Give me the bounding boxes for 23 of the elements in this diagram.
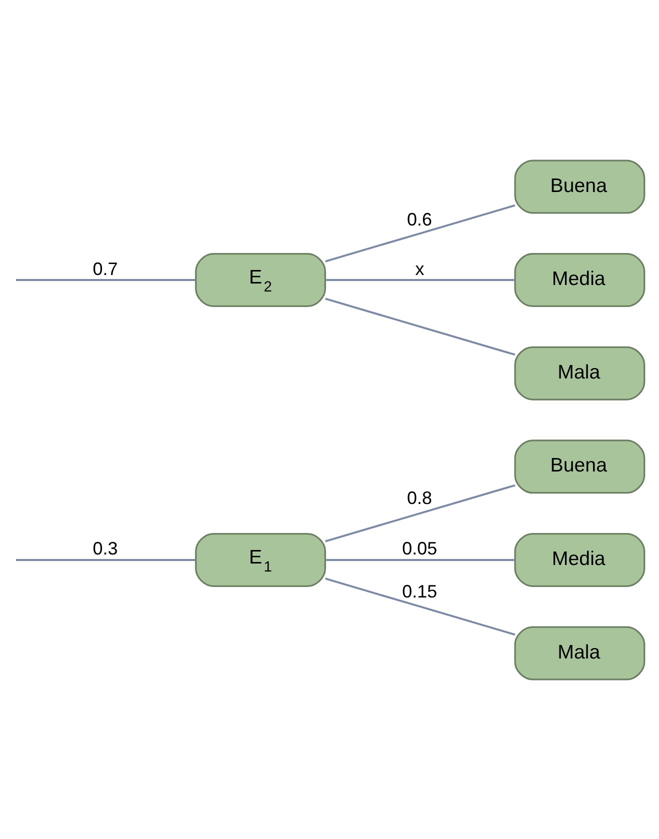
connector [325, 278, 515, 281]
edge-label: 0.05 [402, 538, 438, 558]
node-box: Media [514, 252, 646, 307]
edge-label: 0.15 [402, 580, 438, 601]
connector [325, 484, 516, 542]
node-box: Buena [514, 439, 646, 494]
edge-label: 0.3 [92, 538, 118, 558]
connector [16, 558, 196, 560]
node-box: Mala [514, 626, 646, 680]
connector [325, 204, 516, 262]
node-box: Buena [514, 159, 646, 214]
node-box: E$_{2}$ [195, 252, 326, 307]
edge-label: x [415, 258, 424, 278]
node-box: Media [514, 532, 646, 586]
edge-label: 0.7 [92, 258, 118, 278]
connector [16, 278, 196, 281]
node-box: E$_{1}$ [195, 532, 326, 586]
connector [325, 297, 516, 356]
edge-label: 0.6 [407, 209, 432, 230]
node-box: Mala [514, 346, 646, 400]
edge-label: 0.8 [407, 487, 432, 508]
connector [325, 577, 516, 636]
connector [325, 558, 515, 560]
